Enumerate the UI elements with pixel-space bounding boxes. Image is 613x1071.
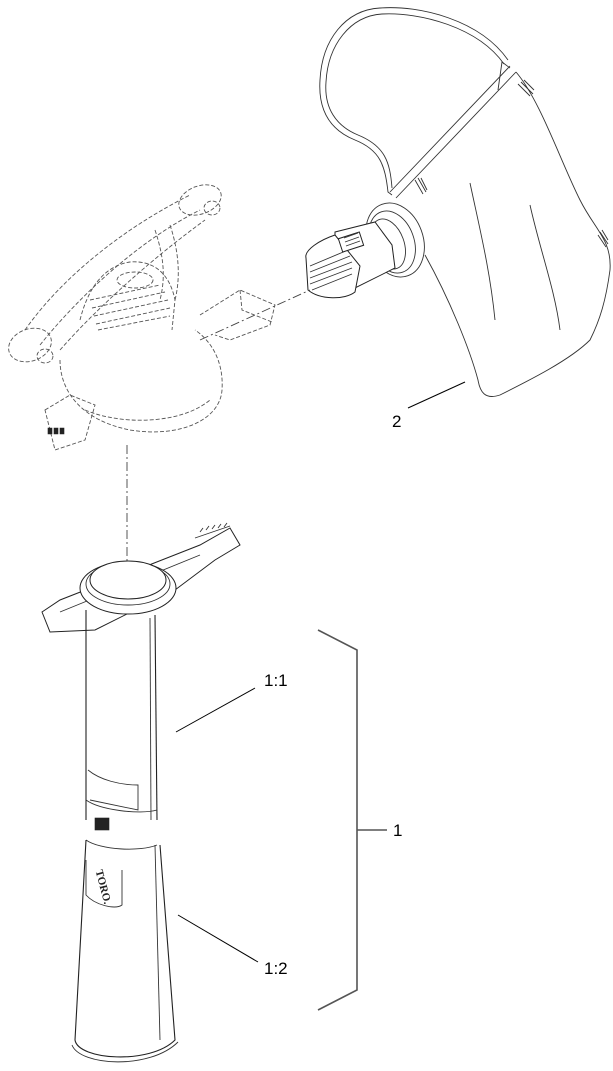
leader-line-1-1 xyxy=(175,687,256,733)
callout-label-1: 1 xyxy=(393,821,403,840)
leader-line-2 xyxy=(407,381,466,409)
leader-line-1-2 xyxy=(177,914,259,963)
callout-label-1-2: 1:2 xyxy=(264,959,288,978)
callout-label-1-1: 1:1 xyxy=(264,671,288,690)
collection-bag xyxy=(305,7,611,397)
vacuum-tube xyxy=(41,522,241,1063)
assembly-axis-horizontal xyxy=(199,289,311,341)
brand-logo-text: TORO. xyxy=(93,869,114,906)
assembly-bracket xyxy=(317,629,358,1011)
blower-housing xyxy=(8,184,276,451)
callout-label-2: 2 xyxy=(392,412,402,431)
